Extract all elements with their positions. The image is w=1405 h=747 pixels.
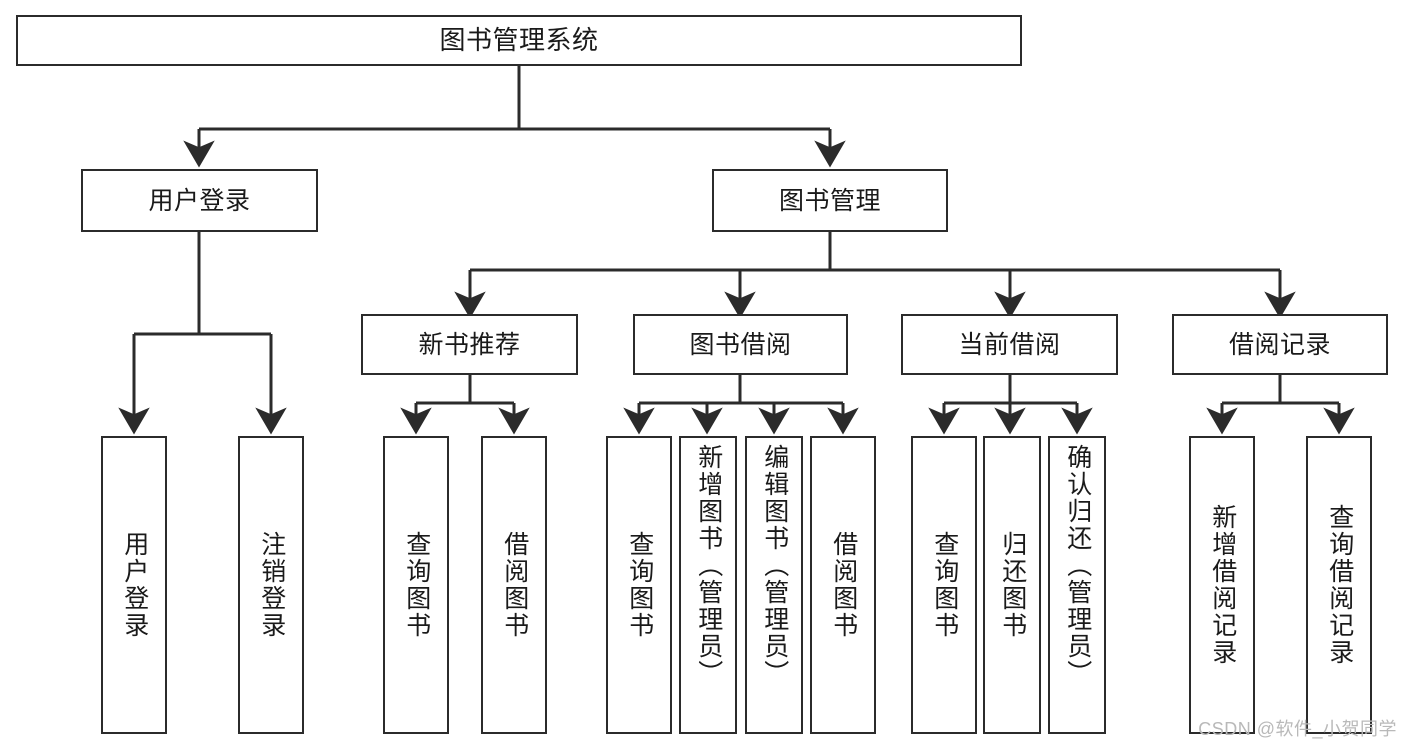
node-label: 新增借阅记录: [1208, 504, 1237, 666]
node-label: 用户登录: [148, 186, 251, 215]
node-label: 当前借阅: [958, 330, 1061, 359]
node-label: 借阅图书: [829, 531, 858, 639]
node-borrow-record[interactable]: 借阅记录: [1172, 314, 1388, 375]
node-label: 借阅记录: [1228, 330, 1331, 359]
node-label: 注销登录: [257, 531, 286, 639]
node-book-borrow[interactable]: 图书借阅: [633, 314, 848, 375]
node-label: 新增图书（管理员）: [694, 444, 723, 687]
node-label: 图书管理系统: [439, 24, 599, 55]
node-leaf-return-book[interactable]: 归还图书: [983, 436, 1041, 734]
node-label: 查询图书: [402, 531, 431, 639]
node-label: 归还图书: [998, 531, 1027, 639]
node-label: 图书管理: [778, 186, 881, 215]
node-leaf-query-book-3[interactable]: 查询图书: [911, 436, 977, 734]
node-leaf-confirm-return[interactable]: 确认归还（管理员）: [1048, 436, 1106, 734]
node-leaf-query-book-2[interactable]: 查询图书: [606, 436, 672, 734]
node-label: 查询图书: [930, 531, 959, 639]
node-current-borrow[interactable]: 当前借阅: [901, 314, 1118, 375]
node-leaf-add-record[interactable]: 新增借阅记录: [1189, 436, 1255, 734]
node-new-book-recommend[interactable]: 新书推荐: [361, 314, 578, 375]
node-leaf-user-login[interactable]: 用户登录: [101, 436, 167, 734]
csdn-watermark: CSDN @软件_小贺同学: [1198, 719, 1397, 739]
node-label: 借阅图书: [500, 531, 529, 639]
node-user-login[interactable]: 用户登录: [81, 169, 318, 232]
node-leaf-query-book-1[interactable]: 查询图书: [383, 436, 449, 734]
node-label: 查询图书: [625, 531, 654, 639]
node-label: 新书推荐: [418, 330, 521, 359]
node-book-management[interactable]: 图书管理: [712, 169, 948, 232]
node-leaf-user-logout[interactable]: 注销登录: [238, 436, 304, 734]
node-leaf-add-book[interactable]: 新增图书（管理员）: [679, 436, 737, 734]
node-label: 用户登录: [120, 531, 149, 639]
node-label: 图书借阅: [689, 330, 792, 359]
node-leaf-edit-book[interactable]: 编辑图书（管理员）: [745, 436, 803, 734]
node-label: 编辑图书（管理员）: [760, 444, 789, 687]
node-leaf-borrow-book-1[interactable]: 借阅图书: [481, 436, 547, 734]
node-leaf-query-record[interactable]: 查询借阅记录: [1306, 436, 1372, 734]
node-label: 确认归还（管理员）: [1063, 444, 1092, 687]
node-root-system[interactable]: 图书管理系统: [16, 15, 1022, 66]
node-label: 查询借阅记录: [1325, 504, 1354, 666]
node-leaf-borrow-book-2[interactable]: 借阅图书: [810, 436, 876, 734]
